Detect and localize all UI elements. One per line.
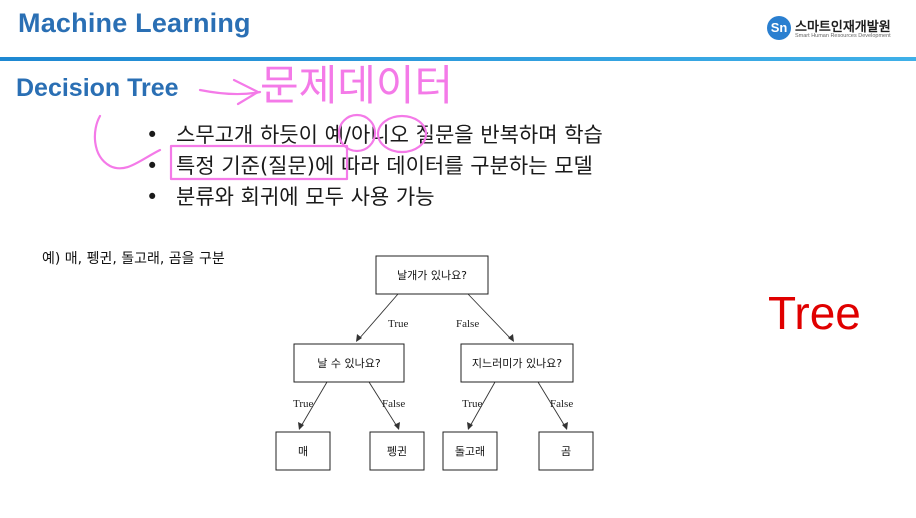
logo-name: 스마트인재개발원 bbox=[795, 20, 891, 35]
tree-leaf: 돌고래 bbox=[442, 431, 498, 471]
tree-node-left-question: 날 수 있나요? bbox=[293, 343, 405, 383]
tree-leaf: 펭귄 bbox=[369, 431, 425, 471]
edge-right-leaf3 bbox=[468, 381, 496, 429]
tree-node-root: 날개가 있나요? bbox=[375, 255, 489, 295]
bullet-dot-icon: • bbox=[146, 123, 159, 147]
ink-circle-no bbox=[376, 114, 428, 154]
ink-arrow-head-icon bbox=[232, 78, 260, 106]
edge-label-true: True bbox=[388, 318, 408, 330]
tree-label: Tree bbox=[768, 287, 861, 339]
header-title: Machine Learning bbox=[18, 8, 251, 38]
bullet-list: • 스무고개 하듯이 예/아니오 질문을 반복하며 학습 • 특정 기준(질문)에 … bbox=[146, 120, 603, 213]
arrowhead-icon bbox=[562, 422, 568, 430]
leaf-label: 곰 bbox=[561, 445, 571, 458]
arrowhead-icon bbox=[394, 422, 400, 430]
edge-root-left bbox=[357, 293, 399, 341]
bullet-dot-icon: • bbox=[146, 154, 159, 178]
node-label: 날 수 있나요? bbox=[317, 357, 381, 370]
bullet-dot-icon: • bbox=[146, 185, 159, 209]
tree-leaf: 매 bbox=[275, 431, 331, 471]
arrowhead-icon bbox=[298, 422, 304, 430]
tree-leaf: 곰 bbox=[538, 431, 594, 471]
ink-arrow-line bbox=[198, 88, 262, 96]
example-text: 예) 매, 펭귄, 돌고래, 곰을 구분 bbox=[42, 251, 225, 267]
edge-left-leaf2 bbox=[368, 381, 399, 429]
edge-label-true: True bbox=[462, 398, 482, 410]
ink-bracket-curve bbox=[93, 114, 162, 170]
arrowhead-icon bbox=[356, 334, 362, 342]
bullet-text: 스무고개 하듯이 예/아니오 질문을 반복하며 학습 bbox=[176, 123, 603, 147]
ink-handwritten-note: 문제데이터 bbox=[260, 61, 453, 110]
bullet-text: 분류와 회귀에 모두 사용 가능 bbox=[176, 185, 435, 209]
header-divider bbox=[0, 57, 916, 61]
brand-logo: Sn 스마트인재개발원 Smart Human Resources Develo… bbox=[767, 14, 897, 44]
node-label: 날개가 있나요? bbox=[397, 269, 467, 282]
leaf-label: 돌고래 bbox=[455, 445, 485, 458]
bullet-text: 특정 기준(질문)에 따라 데이터를 구분하는 모델 bbox=[176, 154, 593, 178]
edge-label-true: True bbox=[293, 398, 313, 410]
bullet-item: • 특정 기준(질문)에 따라 데이터를 구분하는 모델 bbox=[146, 151, 603, 182]
edge-root-right bbox=[467, 293, 513, 341]
leaf-label: 매 bbox=[298, 445, 308, 458]
edge-label-false: False bbox=[550, 398, 573, 410]
node-label: 지느러미가 있나요? bbox=[472, 357, 562, 370]
edge-label-false: False bbox=[382, 398, 405, 410]
arrowhead-icon bbox=[467, 422, 473, 430]
logo-subtitle: Smart Human Resources Development bbox=[795, 33, 891, 39]
bullet-item: • 스무고개 하듯이 예/아니오 질문을 반복하며 학습 bbox=[146, 120, 603, 151]
edge-left-leaf1 bbox=[299, 381, 328, 429]
arrowhead-icon bbox=[508, 334, 514, 342]
section-title: Decision Tree bbox=[16, 74, 179, 102]
ink-box-criteria bbox=[169, 144, 349, 181]
bullet-item: • 분류와 회귀에 모두 사용 가능 bbox=[146, 182, 603, 213]
leaf-label: 펭귄 bbox=[387, 445, 407, 458]
edge-right-leaf4 bbox=[537, 381, 567, 429]
logo-mark: Sn bbox=[767, 16, 791, 40]
edge-label-false: False bbox=[456, 318, 479, 330]
tree-node-right-question: 지느러미가 있나요? bbox=[460, 343, 574, 383]
ink-circle-yes bbox=[337, 113, 377, 153]
